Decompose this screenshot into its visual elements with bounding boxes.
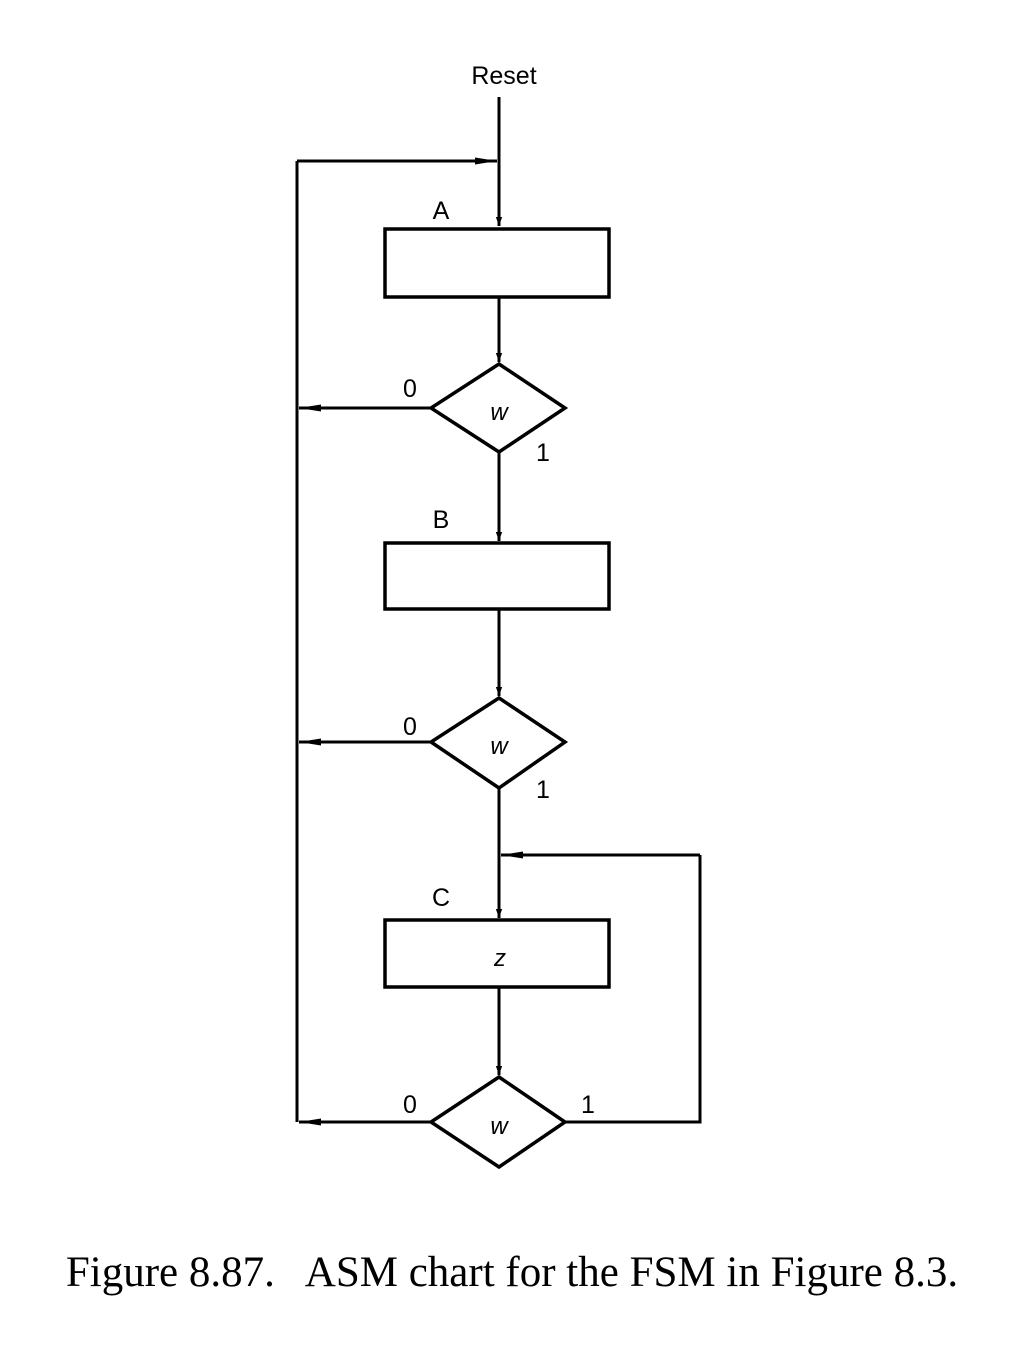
reset-label: Reset <box>471 62 536 90</box>
state-c-box <box>383 918 611 989</box>
decision-2-condition: w <box>490 733 509 760</box>
state-a-name: A <box>433 197 450 225</box>
decision-3-condition: w <box>490 1113 509 1140</box>
state-b-box <box>383 541 611 611</box>
decision-1-false-label: 0 <box>403 375 417 403</box>
state-a-box <box>383 227 611 299</box>
state-c-output: z <box>493 945 506 972</box>
decision-2-true-label: 1 <box>536 776 550 804</box>
figure-caption: Figure 8.87. ASM chart for the FSM in Fi… <box>65 1249 959 1296</box>
decision-3-diamond <box>427 1074 569 1170</box>
decision-3-false-label: 0 <box>403 1091 417 1119</box>
asm-chart: Reset A w 0 1 B w 0 1 C z w 0 1 <box>295 62 702 1170</box>
state-c-name: C <box>432 884 450 912</box>
decision-3-true-loop-line <box>565 855 702 1124</box>
decision-1-condition: w <box>490 399 509 426</box>
decision-3-true-label: 1 <box>581 1091 595 1119</box>
decision-1-true-label: 1 <box>536 439 550 467</box>
state-b-name: B <box>433 506 450 534</box>
decision-2-false-label: 0 <box>403 713 417 741</box>
